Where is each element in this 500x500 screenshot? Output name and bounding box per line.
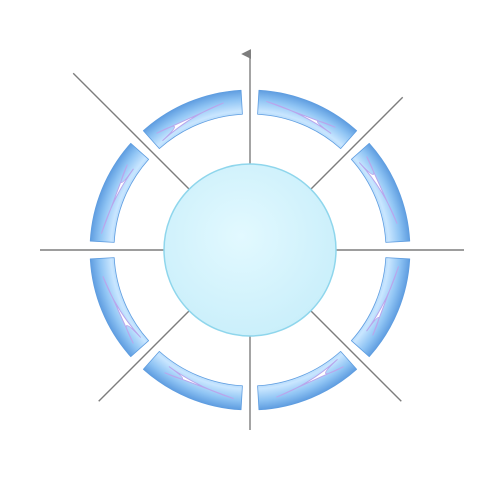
segment-panel bbox=[164, 366, 234, 400]
ring-segment bbox=[350, 257, 411, 358]
ring-segments bbox=[89, 89, 411, 411]
ring-segment bbox=[257, 350, 358, 411]
ring-segment bbox=[89, 142, 150, 243]
segment-panel bbox=[276, 358, 344, 398]
ring-segment bbox=[350, 142, 411, 243]
ring-segment bbox=[89, 257, 150, 358]
segment-panel bbox=[100, 164, 134, 234]
segment-panel bbox=[366, 266, 400, 336]
center-circle bbox=[163, 163, 337, 337]
ring-segment bbox=[142, 350, 243, 411]
segment-panel bbox=[156, 102, 224, 142]
ring-segment bbox=[142, 89, 243, 150]
segment-panel bbox=[266, 100, 336, 134]
ring-segment bbox=[257, 89, 358, 150]
